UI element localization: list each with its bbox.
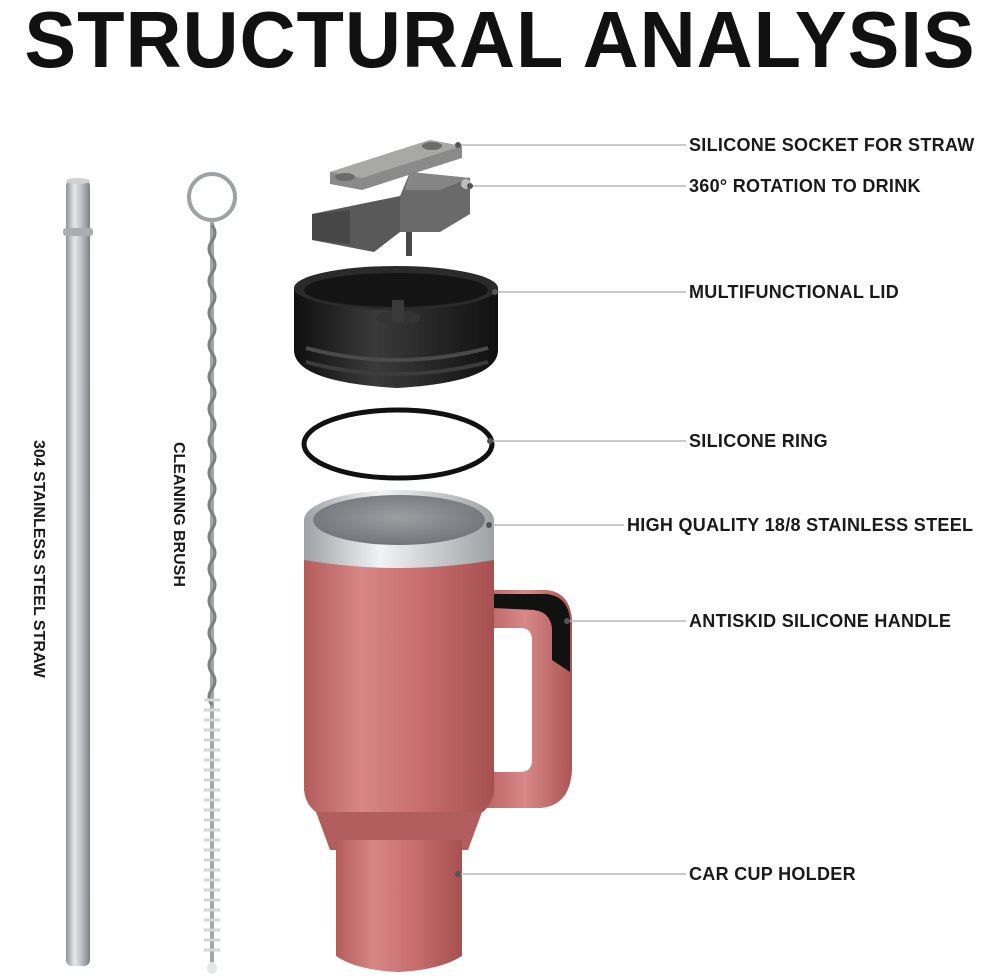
leader-dots bbox=[455, 142, 570, 877]
silicone-socket-graphic bbox=[330, 140, 462, 190]
cleaning-brush-graphic bbox=[187, 172, 237, 974]
rotation-piece-graphic bbox=[312, 172, 471, 256]
callout-handle: ANTISKID SILICONE HANDLE bbox=[689, 611, 952, 631]
callout-rotation: 360° ROTATION TO DRINK bbox=[689, 176, 921, 196]
callout-silicone-ring: SILICONE RING bbox=[689, 431, 828, 451]
label-straw: 304 STAINLESS STEEL STRAW bbox=[30, 440, 47, 678]
callout-stainless-steel: HIGH QUALITY 18/8 STAINLESS STEEL bbox=[627, 515, 974, 535]
cup-graphic bbox=[304, 490, 572, 972]
silicone-ring-graphic bbox=[301, 407, 495, 481]
callout-silicone-socket: SILICONE SOCKET FOR STRAW bbox=[689, 135, 975, 155]
straw-graphic bbox=[63, 178, 93, 966]
callout-cup-holder: CAR CUP HOLDER bbox=[689, 864, 856, 884]
lid-graphic bbox=[294, 266, 498, 388]
label-cleaning-brush: CLEANING BRUSH bbox=[170, 442, 187, 587]
callout-lid: MULTIFUNCTIONAL LID bbox=[689, 282, 900, 302]
page-title: STRUCTURAL ANALYSIS bbox=[24, 0, 976, 84]
leader-lines bbox=[458, 144, 686, 875]
